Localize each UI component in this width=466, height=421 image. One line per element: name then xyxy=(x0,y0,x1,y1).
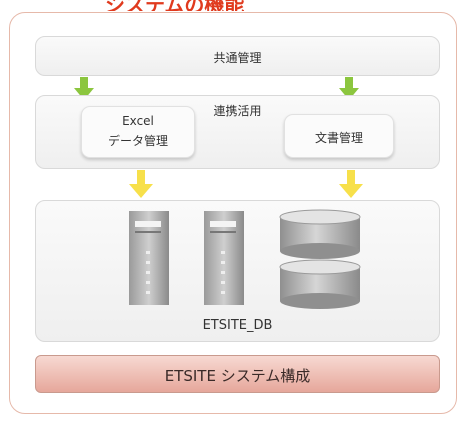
server-icon xyxy=(204,211,244,305)
document-management-label: 文書管理 xyxy=(314,131,363,145)
system-configuration-label: ETSITE システム構成 xyxy=(164,367,311,385)
database-label: ETSITE_DB xyxy=(202,318,273,333)
document-management-box: 文書管理 xyxy=(284,114,394,158)
excel-label: Excel xyxy=(122,114,154,128)
heading-clip: システムの機能 xyxy=(0,0,466,11)
arrow-down-icon xyxy=(339,77,359,100)
server-icon xyxy=(129,211,169,305)
database-disk-icon xyxy=(279,259,361,309)
collaboration-box: 連携活用 Excel データ管理 文書管理 xyxy=(35,95,440,169)
data-management-label: データ管理 xyxy=(107,134,168,148)
page-heading: システムの機能 xyxy=(105,0,244,11)
system-configuration-banner: ETSITE システム構成 xyxy=(35,355,440,393)
database-disk-icon xyxy=(279,209,361,259)
arrow-down-icon xyxy=(339,170,363,198)
collaboration-title: 連携活用 xyxy=(213,104,262,118)
common-management-box: 共通管理 xyxy=(35,36,440,76)
common-management-label: 共通管理 xyxy=(213,51,262,65)
arrow-down-icon xyxy=(74,77,94,100)
excel-data-management-box: Excel データ管理 xyxy=(81,106,195,158)
database-panel: ETSITE_DB xyxy=(35,200,440,342)
arrow-down-icon xyxy=(129,170,153,198)
